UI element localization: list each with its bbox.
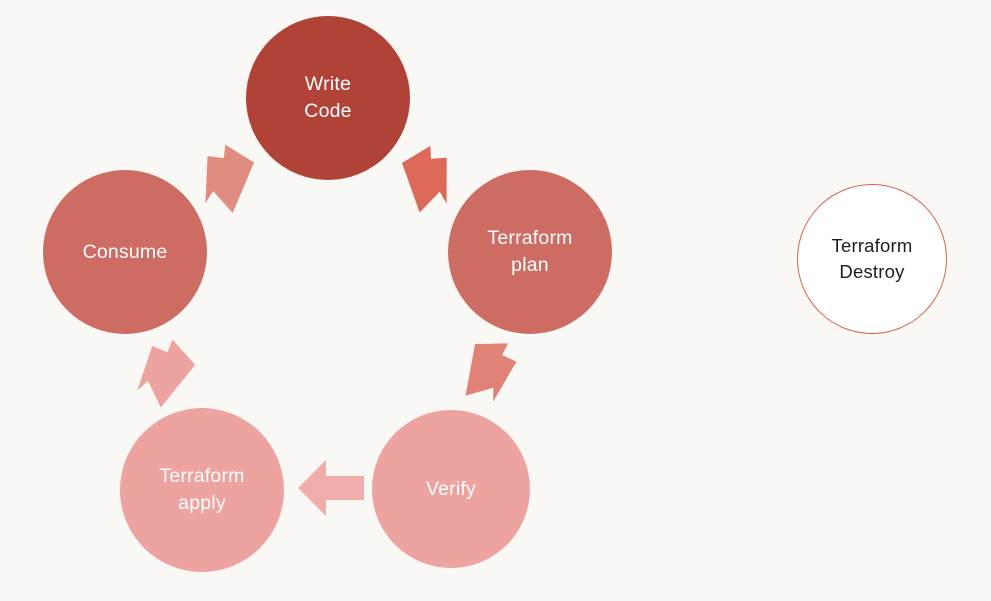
node-consume-label: Consume bbox=[82, 240, 168, 263]
arrow-verify-to-terraform-apply-icon bbox=[296, 456, 366, 520]
arrow-consume-to-write-code-icon bbox=[192, 142, 260, 214]
arrow-terraform-apply-to-consume-icon bbox=[130, 336, 198, 408]
node-terraform-plan-label: Terraform plan bbox=[487, 227, 573, 276]
arrow-write-code-to-terraform-plan-icon bbox=[396, 142, 460, 214]
node-consume[interactable]: Consume bbox=[43, 170, 207, 334]
node-terraform-apply-label: Terraform apply bbox=[159, 465, 245, 514]
node-write-code-label: Write Code bbox=[304, 73, 352, 122]
node-verify[interactable]: Verify bbox=[372, 410, 530, 568]
arrow-terraform-plan-to-verify-icon bbox=[458, 334, 522, 406]
node-verify-label: Verify bbox=[426, 477, 476, 500]
node-terraform-apply[interactable]: Terraform apply bbox=[120, 408, 284, 572]
node-write-code[interactable]: Write Code bbox=[246, 16, 410, 180]
node-terraform-plan[interactable]: Terraform plan bbox=[448, 170, 612, 334]
node-terraform-destroy-label: Terraform Destroy bbox=[831, 234, 913, 282]
node-terraform-destroy[interactable]: Terraform Destroy bbox=[797, 184, 947, 334]
